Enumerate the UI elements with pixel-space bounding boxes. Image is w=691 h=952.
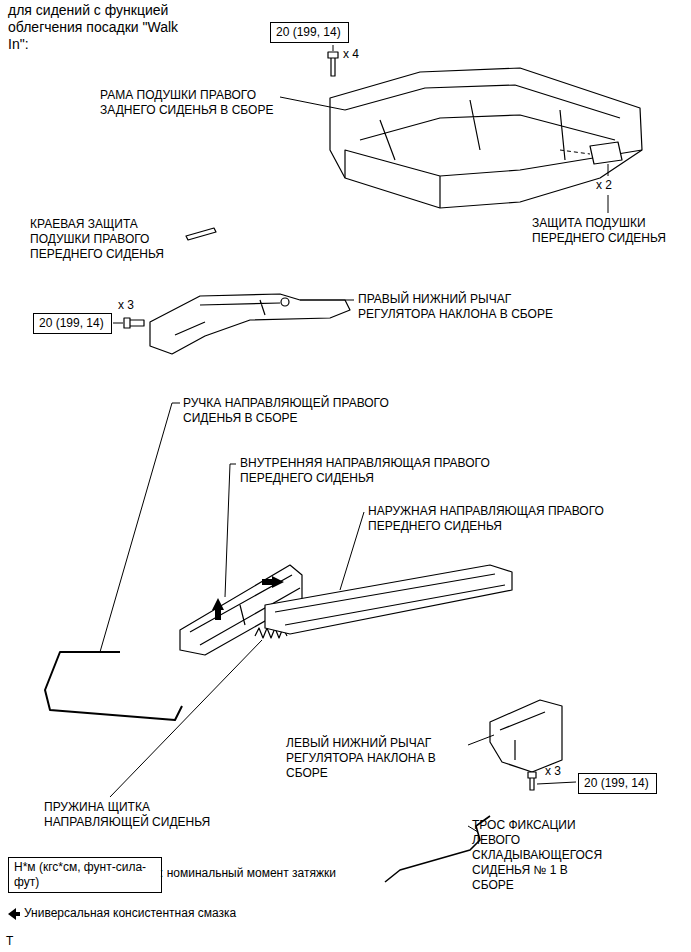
leader-line xyxy=(333,45,334,51)
leader-line xyxy=(608,195,609,213)
legend-text: Универсальная консистентная смазка xyxy=(24,906,236,921)
part-name: КРАЕВАЯ ЗАЩИТА ПОДУШКИ ПРАВОГО ПЕРЕДНЕГО… xyxy=(30,217,180,262)
dashed-line xyxy=(560,150,590,154)
quantity-mark: x 4 xyxy=(343,47,359,62)
right-recliner-lever xyxy=(150,294,350,354)
part-name: РАМА ПОДУШКИ ПРАВОГО ЗАДНЕГО СИДЕНЬЯ В С… xyxy=(100,88,300,118)
part-name: ТРОС ФИКСАЦИИ ЛЕВОГО СКЛАДЫВАЮЩЕГОСЯ СИД… xyxy=(472,818,612,893)
torque-box: 20 (199, 14) xyxy=(578,773,657,794)
pivot xyxy=(281,298,289,306)
leader-line xyxy=(280,97,345,110)
part-name: ЗАЩИТА ПОДУШКИ ПЕРЕДНЕГО СИДЕНЬЯ xyxy=(532,216,687,246)
legend-grease-arrow xyxy=(8,908,20,920)
diagram-title: для сидений с функцией облегчения посадк… xyxy=(8,2,186,53)
bolt xyxy=(528,772,536,790)
part-name: ПРАВЫЙ НИЖНИЙ РЫЧАГ РЕГУЛЯТОРА НАКЛОНА В… xyxy=(358,292,583,322)
leader-line xyxy=(225,464,236,597)
outer-seat-rail xyxy=(265,565,512,634)
leader-line xyxy=(300,300,354,301)
box-text: 20 (199, 14) xyxy=(584,776,651,791)
legend-text: : номинальный момент затяжки xyxy=(160,866,336,881)
lever-detail xyxy=(500,712,545,760)
box-text: 20 (199, 14) xyxy=(276,25,343,40)
part-name: РУЧКА НАПРАВЛЯЮЩЕЙ ПРАВОГО СИДЕНЬЯ В СБО… xyxy=(183,396,418,426)
legend-torque-box: Н*м (кгс*см, фунт-сила-фут) xyxy=(8,857,162,893)
part-name: ПРУЖИНА ЩИТКА НАПРАВЛЯЮЩЕЙ СИДЕНЬЯ xyxy=(44,800,224,830)
box-text: Н*м (кгс*см, фунт-сила-фут) xyxy=(14,860,156,890)
quantity-mark: x 3 xyxy=(118,298,134,313)
leader-line xyxy=(608,164,609,176)
torque-box: 20 (199, 14) xyxy=(33,313,112,334)
rail-detail xyxy=(275,574,505,625)
cushion-protection-pad xyxy=(590,142,622,164)
bolt xyxy=(328,52,338,76)
left-recliner-lever xyxy=(490,700,562,772)
bolt xyxy=(124,318,144,328)
grease-arrow xyxy=(212,598,224,620)
part-name: НАРУЖНАЯ НАПРАВЛЯЮЩАЯ ПРАВОГО ПЕРЕДНЕГО … xyxy=(368,504,643,534)
quantity-mark: x 3 xyxy=(545,764,561,779)
leader-line xyxy=(110,640,262,797)
seat-track-handle xyxy=(45,652,182,720)
cushion-frame xyxy=(330,68,642,208)
part-name: ЛЕВЫЙ НИЖНИЙ РЫЧАГ РЕГУЛЯТОРА НАКЛОНА В … xyxy=(286,736,466,781)
torque-box: 20 (199, 14) xyxy=(270,22,349,43)
quantity-mark: x 2 xyxy=(596,178,612,193)
leader-line xyxy=(100,403,180,652)
page-mark: T xyxy=(6,934,13,949)
leader-line xyxy=(468,735,494,745)
leader-line xyxy=(340,512,364,590)
lever-detail xyxy=(175,300,280,335)
box-text: 20 (199, 14) xyxy=(39,316,106,331)
cushion-frame-detail xyxy=(345,85,642,208)
leader-line xyxy=(113,323,123,324)
edge-protection-rod xyxy=(186,228,216,240)
leader-line xyxy=(537,782,576,784)
part-name: ВНУТРЕННЯЯ НАПРАВЛЯЮЩАЯ ПРАВОГО ПЕРЕДНЕГ… xyxy=(240,456,525,486)
grease-arrow xyxy=(262,576,284,588)
